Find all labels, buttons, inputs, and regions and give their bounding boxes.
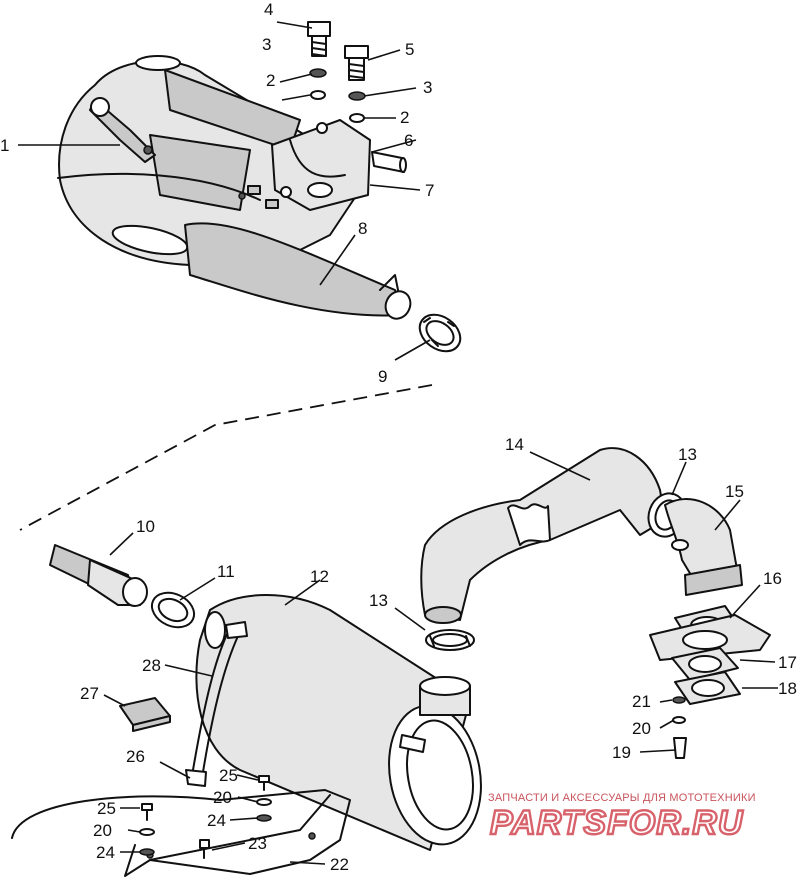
callout-2: 2 bbox=[266, 71, 275, 90]
callout-20: 20 bbox=[93, 821, 112, 840]
callout-21: 21 bbox=[632, 692, 651, 711]
callout-24: 24 bbox=[96, 843, 115, 862]
watermark: ЗАПЧАСТИ И АКСЕССУАРЫ ДЛЯ МОТОТЕХНИКИ PA… bbox=[488, 792, 756, 843]
callout-24: 24 bbox=[207, 811, 226, 830]
callout-7: 7 bbox=[425, 181, 434, 200]
callout-17: 17 bbox=[778, 653, 797, 672]
callout-13: 13 bbox=[678, 445, 697, 464]
callout-9: 9 bbox=[378, 367, 387, 386]
callout-5: 5 bbox=[405, 40, 414, 59]
callout-16: 16 bbox=[763, 569, 782, 588]
callout-27: 27 bbox=[80, 684, 99, 703]
callout-leaders bbox=[18, 21, 778, 865]
flange-gasket bbox=[649, 614, 771, 661]
bracket-bolt-right bbox=[256, 775, 272, 822]
outlet-plate bbox=[674, 671, 741, 705]
callout-26: 26 bbox=[126, 747, 145, 766]
callout-13: 13 bbox=[369, 591, 388, 610]
watermark-tagline: ЗАПЧАСТИ И АКСЕССУАРЫ ДЛЯ МОТОТЕХНИКИ bbox=[488, 792, 756, 804]
exhaust-elbow bbox=[664, 498, 743, 596]
exhaust-manifold bbox=[271, 119, 407, 211]
callout-6: 6 bbox=[404, 131, 413, 150]
dowel-pin bbox=[371, 151, 407, 173]
muffler bbox=[195, 594, 482, 851]
mounting-bolt-long bbox=[307, 21, 331, 57]
callout-8: 8 bbox=[358, 219, 367, 238]
callout-23: 23 bbox=[248, 834, 267, 853]
callout-3: 3 bbox=[262, 35, 271, 54]
exhaust-coupler bbox=[49, 544, 148, 607]
callout-28: 28 bbox=[142, 656, 161, 675]
small-fittings bbox=[238, 185, 279, 209]
callout-1: 1 bbox=[0, 136, 9, 155]
expansion-chamber bbox=[57, 55, 412, 320]
callout-20: 20 bbox=[213, 788, 232, 807]
callout-20: 20 bbox=[632, 719, 651, 738]
callout-22: 22 bbox=[330, 855, 349, 874]
muffler-strap bbox=[185, 621, 248, 787]
callout-3: 3 bbox=[423, 78, 432, 97]
exhaust-clamp-upper bbox=[418, 313, 462, 353]
callout-4: 4 bbox=[264, 0, 273, 19]
callout-14: 14 bbox=[505, 435, 524, 454]
outlet-bolt bbox=[672, 696, 687, 759]
callout-12: 12 bbox=[310, 567, 329, 586]
rubber-pad bbox=[119, 697, 171, 732]
bracket-bolt-left bbox=[139, 803, 155, 856]
callout-19: 19 bbox=[612, 743, 631, 762]
hose-clamp-lower bbox=[425, 629, 475, 651]
watermark-brand: PARTSFOR.RU bbox=[490, 804, 744, 842]
callout-25: 25 bbox=[97, 799, 116, 818]
callout-10: 10 bbox=[136, 517, 155, 536]
callout-25: 25 bbox=[219, 766, 238, 785]
callout-2: 2 bbox=[400, 108, 409, 127]
assembly-path-line bbox=[19, 384, 433, 531]
bracket-screw bbox=[199, 839, 210, 859]
exhaust-clamp-middle bbox=[150, 591, 196, 629]
mounting-bolt-short bbox=[344, 45, 369, 81]
callout-11: 11 bbox=[217, 562, 235, 581]
temperature-sensor bbox=[89, 97, 156, 163]
callout-18: 18 bbox=[778, 679, 797, 698]
resonator-pipe bbox=[420, 447, 666, 624]
lock-washers bbox=[309, 68, 366, 123]
callout-15: 15 bbox=[725, 482, 744, 501]
